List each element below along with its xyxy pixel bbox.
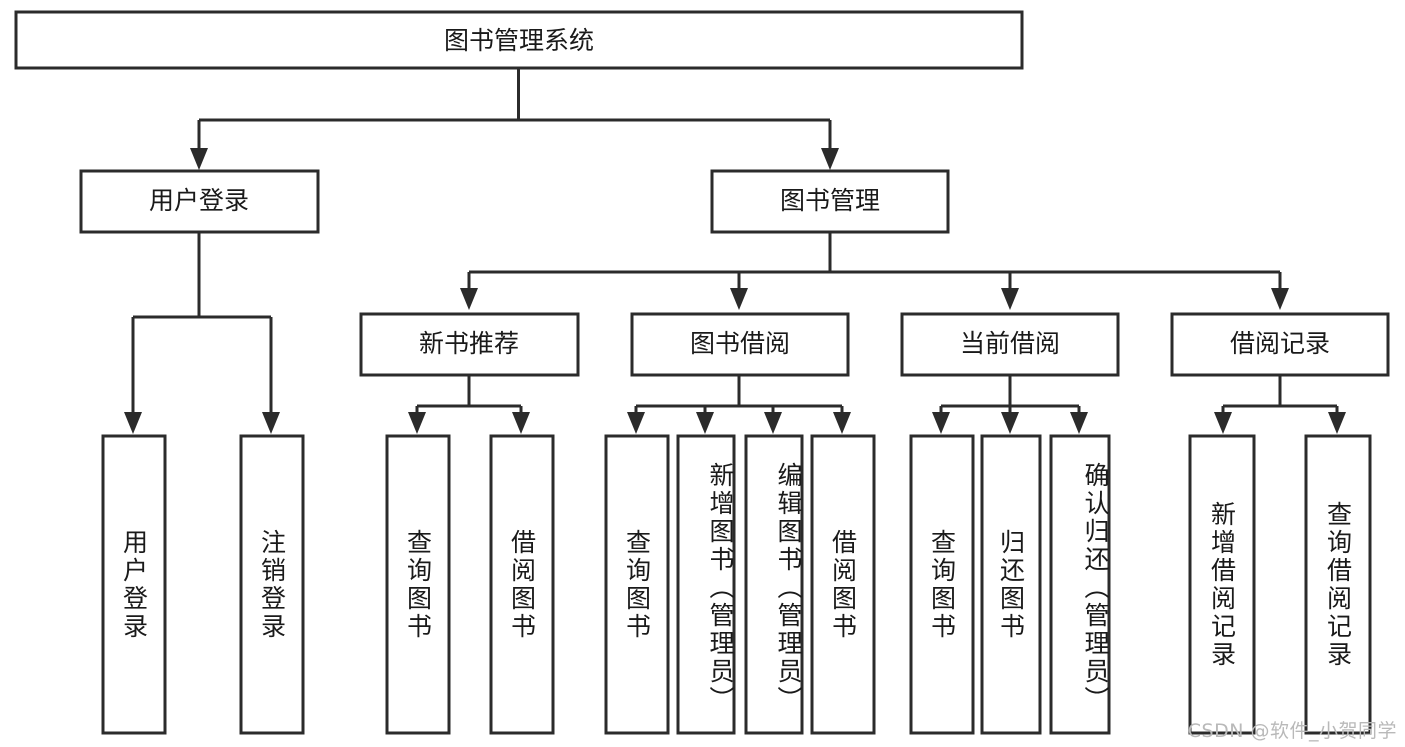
leaf-box-query-book-1 bbox=[385, 434, 451, 735]
node-borrow-record-label: 借阅记录 bbox=[1230, 329, 1330, 358]
leaf-boxes bbox=[101, 434, 1372, 735]
connector-group-book-borrow bbox=[627, 375, 851, 434]
node-book-management[interactable]: 图书管理 bbox=[710, 169, 950, 234]
node-root-label: 图书管理系统 bbox=[444, 26, 594, 55]
leaf-box-logout-login bbox=[239, 434, 305, 735]
leaf-label-return-book: 归还图书 bbox=[996, 528, 1026, 641]
leaf-box-confirm-return bbox=[1049, 434, 1111, 735]
connector-group-borrow-record bbox=[1214, 375, 1346, 434]
node-new-book-recommend-label: 新书推荐 bbox=[419, 329, 519, 358]
node-book-borrow-label: 图书借阅 bbox=[690, 329, 790, 358]
leaf-label-query-book-3: 查询图书 bbox=[927, 528, 957, 641]
leaf-label-add-record: 新增借阅记录 bbox=[1207, 500, 1237, 669]
leaf-label-add-book: 新增图书（管理员） bbox=[706, 461, 735, 714]
leaf-box-query-record bbox=[1304, 434, 1372, 735]
leaf-box-user-login bbox=[101, 434, 167, 735]
leaf-label-query-book-1: 查询图书 bbox=[403, 528, 433, 641]
leaf-label-query-book-2: 查询图书 bbox=[622, 528, 652, 641]
node-book-borrow[interactable]: 图书借阅 bbox=[630, 312, 850, 377]
node-user-login[interactable]: 用户登录 bbox=[79, 169, 320, 234]
leaf-label-logout-login: 注销登录 bbox=[257, 528, 287, 641]
leaf-box-return-book bbox=[980, 434, 1042, 735]
leaf-label-confirm-return: 确认归还（管理员） bbox=[1081, 461, 1110, 714]
leaf-box-add-book bbox=[676, 434, 736, 735]
connector-group-user-login bbox=[124, 232, 280, 434]
leaf-label-query-record: 查询借阅记录 bbox=[1323, 500, 1353, 669]
connector-group-current-borrow bbox=[932, 375, 1088, 434]
node-borrow-record[interactable]: 借阅记录 bbox=[1170, 312, 1390, 377]
leaf-label-borrow-book-1: 借阅图书 bbox=[507, 528, 537, 641]
node-book-management-label: 图书管理 bbox=[780, 186, 880, 215]
node-root[interactable]: 图书管理系统 bbox=[14, 10, 1024, 70]
leaf-box-borrow-book-2 bbox=[810, 434, 876, 735]
leaf-box-query-book-3 bbox=[909, 434, 975, 735]
node-new-book-recommend[interactable]: 新书推荐 bbox=[359, 312, 580, 377]
leaf-box-edit-book bbox=[744, 434, 804, 735]
leaf-box-borrow-book-1 bbox=[489, 434, 555, 735]
leaf-box-add-record bbox=[1188, 434, 1256, 735]
node-current-borrow[interactable]: 当前借阅 bbox=[900, 312, 1120, 377]
connector-group-root bbox=[190, 68, 839, 170]
node-current-borrow-label: 当前借阅 bbox=[960, 329, 1060, 358]
leaf-label-edit-book: 编辑图书（管理员） bbox=[774, 461, 803, 714]
leaf-box-query-book-2 bbox=[604, 434, 670, 735]
node-user-login-label: 用户登录 bbox=[149, 186, 249, 215]
leaf-label-user-login: 用户登录 bbox=[119, 528, 149, 641]
leaf-label-borrow-book-2: 借阅图书 bbox=[828, 528, 858, 641]
connector-group-new-book-recommend bbox=[408, 375, 530, 434]
connector-group-book-management bbox=[460, 232, 1289, 310]
